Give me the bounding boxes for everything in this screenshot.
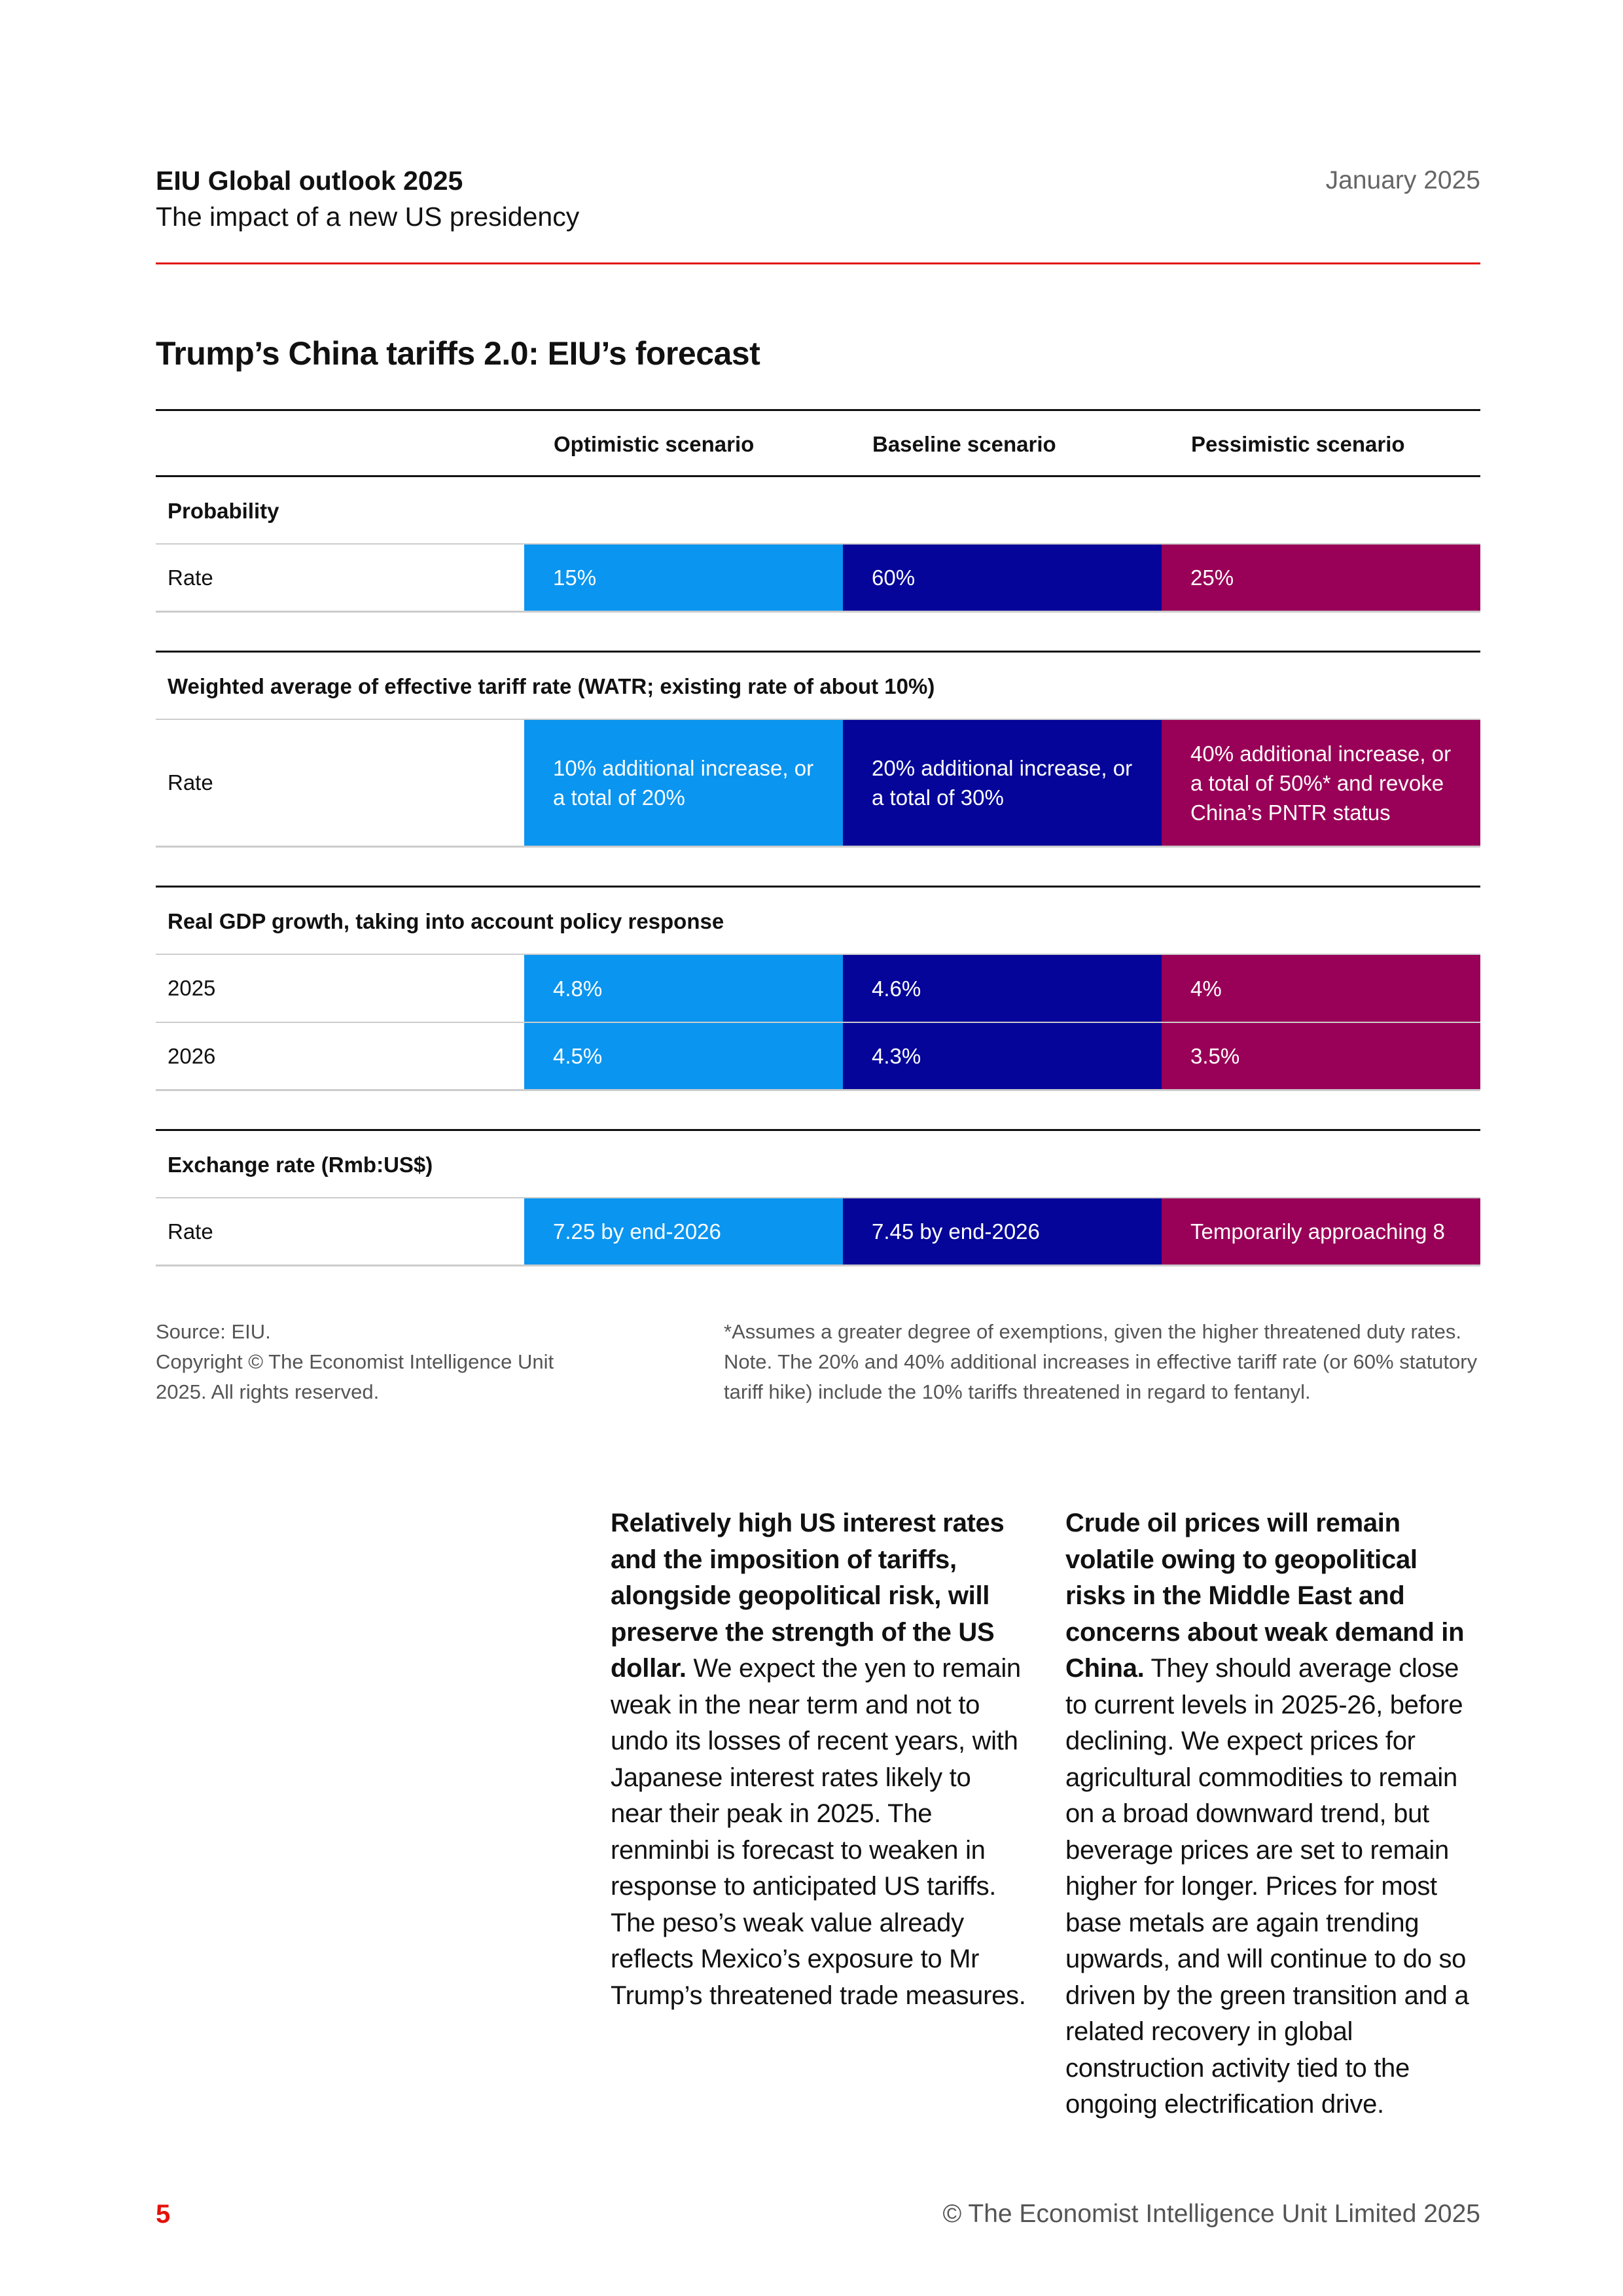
copyright-note: Copyright © The Economist Intelligence U… bbox=[156, 1350, 554, 1403]
body-text: They should average close to current lev… bbox=[1065, 1654, 1469, 2119]
section-heading: Real GDP growth, taking into account pol… bbox=[156, 888, 1480, 955]
report-date: January 2025 bbox=[1325, 166, 1480, 194]
body-text: We expect the yen to remain weak in the … bbox=[611, 1654, 1026, 2010]
table-row: 2026 4.5% 4.3% 3.5% bbox=[156, 1023, 1480, 1091]
table-title: Trump’s China tariffs 2.0: EIU’s forecas… bbox=[156, 335, 760, 372]
section-heading: Weighted average of effective tariff rat… bbox=[156, 653, 1480, 720]
table-row: Rate 7.25 by end-2026 7.45 by end-2026 T… bbox=[156, 1198, 1480, 1266]
source-note: Source: EIU. Copyright © The Economist I… bbox=[156, 1317, 575, 1407]
cell-baseline: 7.45 by end-2026 bbox=[843, 1198, 1162, 1265]
cell-optimistic: 7.25 by end-2026 bbox=[524, 1198, 843, 1265]
row-label: Rate bbox=[168, 1219, 213, 1244]
section-probability: Probability Rate 15% 60% 25% bbox=[156, 477, 1480, 613]
row-label: 2026 bbox=[168, 1043, 216, 1068]
cell-baseline: 60% bbox=[843, 545, 1162, 611]
cell-pessimistic: 25% bbox=[1162, 545, 1480, 611]
table-row: Rate 10% additional increase, or a total… bbox=[156, 720, 1480, 848]
table-notes: Source: EIU. Copyright © The Economist I… bbox=[156, 1317, 1480, 1408]
page-header: EIU Global outlook 2025 The impact of a … bbox=[156, 164, 1480, 264]
section-gdp-growth: Real GDP growth, taking into account pol… bbox=[156, 886, 1480, 1091]
table-row: Rate 15% 60% 25% bbox=[156, 545, 1480, 613]
section-heading: Exchange rate (Rmb:US$) bbox=[156, 1131, 1480, 1198]
row-label: Rate bbox=[168, 770, 213, 795]
cell-pessimistic: 40% additional increase, or a total of 5… bbox=[1162, 720, 1480, 846]
cell-optimistic: 4.5% bbox=[524, 1023, 843, 1089]
report-title: EIU Global outlook 2025 bbox=[156, 166, 463, 196]
cell-baseline: 20% additional increase, or a total of 3… bbox=[843, 720, 1162, 846]
section-tariff-rate: Weighted average of effective tariff rat… bbox=[156, 651, 1480, 848]
report-subtitle: The impact of a new US presidency bbox=[156, 202, 580, 232]
cell-optimistic: 4.8% bbox=[524, 955, 843, 1022]
section-exchange-rate: Exchange rate (Rmb:US$) Rate 7.25 by end… bbox=[156, 1129, 1480, 1266]
row-label: 2025 bbox=[168, 976, 216, 1000]
body-column-left: Relatively high US interest rates and th… bbox=[611, 1505, 1029, 2014]
cell-baseline: 4.6% bbox=[843, 955, 1162, 1022]
page-number: 5 bbox=[156, 2200, 171, 2229]
footer-copyright: © The Economist Intelligence Unit Limite… bbox=[942, 2200, 1480, 2228]
column-header-optimistic: Optimistic scenario bbox=[554, 432, 755, 456]
row-label: Rate bbox=[168, 565, 213, 590]
section-heading: Probability bbox=[156, 477, 1480, 545]
lead-sentence: Relatively high US interest rates and th… bbox=[611, 1509, 1005, 1683]
table-header-row: Optimistic scenario Baseline scenario Pe… bbox=[156, 409, 1480, 477]
tariff-forecast-table: Optimistic scenario Baseline scenario Pe… bbox=[156, 409, 1480, 1266]
body-column-right: Crude oil prices will remain volatile ow… bbox=[1065, 1505, 1484, 2123]
cell-pessimistic: 4% bbox=[1162, 955, 1480, 1022]
lead-sentence: Crude oil prices will remain volatile ow… bbox=[1065, 1509, 1465, 1683]
cell-pessimistic: Temporarily approaching 8 bbox=[1162, 1198, 1480, 1265]
column-header-baseline: Baseline scenario bbox=[872, 432, 1056, 456]
cell-optimistic: 10% additional increase, or a total of 2… bbox=[524, 720, 843, 846]
cell-optimistic: 15% bbox=[524, 545, 843, 611]
table-row: 2025 4.8% 4.6% 4% bbox=[156, 955, 1480, 1023]
column-header-pessimistic: Pessimistic scenario bbox=[1191, 432, 1405, 456]
cell-baseline: 4.3% bbox=[843, 1023, 1162, 1089]
footnote: *Assumes a greater degree of exemptions,… bbox=[724, 1320, 1478, 1403]
page-footer: 5 © The Economist Intelligence Unit Limi… bbox=[156, 2196, 1480, 2233]
source-text: Source: EIU. bbox=[156, 1320, 271, 1343]
cell-pessimistic: 3.5% bbox=[1162, 1023, 1480, 1089]
